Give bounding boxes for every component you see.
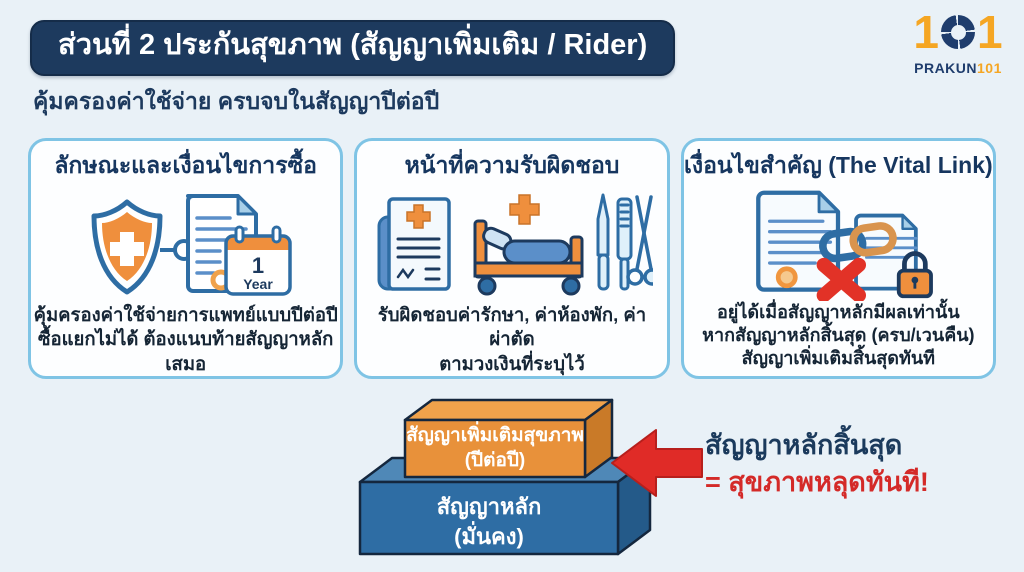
card-body-line: คุ้มครองค่าใช้จ่ายการแพทย์แบบปีต่อปี — [33, 303, 338, 325]
card-body-line: อยู่ได้เมื่อสัญญาหลักมีผลเท่านั้น — [716, 302, 960, 322]
rider-box-label-line: (ปีต่อปี) — [464, 449, 526, 471]
logo-digit-one-right: 1 — [977, 6, 1003, 58]
info-cards-row: ลักษณะและเงื่อนไขการซื้อ — [28, 138, 996, 379]
card-body-line: ซื้อแยกไม่ได้ ต้องแนบท้ายสัญญาหลักเสมอ — [37, 328, 334, 374]
logo-brand-suffix: 101 — [977, 60, 1002, 76]
rider-box-top-face — [403, 398, 614, 422]
medical-bill-hospital-bed-surgical-tools-icon — [371, 188, 653, 303]
card-body-line: หากสัญญาหลักสิ้นสุด (ครบ/เวนคืน) — [702, 325, 975, 346]
rider-box-label: สัญญาเพิ่มเติมสุขภาพ (ปีต่อปี) — [405, 424, 585, 473]
card-title: เงื่อนไขสำคัญ (The Vital Link) — [683, 152, 993, 178]
logo-wordmark: PRAKUN101 — [906, 60, 1010, 76]
card-responsibilities: หน้าที่ความรับผิดชอบ — [354, 138, 670, 379]
logo-101-mark: 1 1 — [906, 6, 1010, 58]
page-title: ส่วนที่ 2 ประกันสุขภาพ (สัญญาเพิ่มเติม /… — [30, 20, 676, 77]
shield-document-calendar-icon: 1 Year — [70, 188, 302, 303]
logo-digit-one-left: 1 — [913, 6, 939, 58]
base-box-label-line: สัญญาหลัก — [436, 494, 542, 519]
callout-line-red: = สุขภาพหลุดทันที! — [705, 466, 929, 497]
card-body: คุ้มครองค่าใช้จ่ายการแพทย์แบบปีต่อปี ซื้… — [31, 303, 340, 376]
calendar-number: 1 — [252, 253, 264, 278]
prakun101-logo: 1 1 PRAKUN101 — [906, 6, 1010, 76]
card-body-line: สัญญาเพิ่มเติมสิ้นสุดทันที — [741, 348, 935, 369]
termination-callout: สัญญาหลักสิ้นสุด = สุขภาพหลุดทันที! — [705, 429, 965, 500]
card-body-line: ตามวงเงินที่ระบุไว้ — [439, 352, 585, 374]
rider-box-label-line: สัญญาเพิ่มเติมสุขภาพ — [406, 425, 584, 446]
card-vital-link: เงื่อนไขสำคัญ (The Vital Link) — [680, 138, 996, 379]
card-body: รับผิดชอบค่ารักษา, ค่าห้องพัก, ค่าผ่าตัด… — [357, 303, 666, 376]
card-body: อยู่ได้เมื่อสัญญาหลักมีผลเท่านั้น หากสัญ… — [702, 301, 974, 370]
base-box-label-line: (มั่นคง) — [454, 523, 524, 549]
logo-segmented-ring-icon — [941, 15, 975, 49]
red-arrow-icon — [611, 429, 703, 497]
contract-stack-diagram — [358, 398, 703, 556]
calendar-unit: Year — [243, 276, 273, 292]
card-purchase-conditions: ลักษณะและเงื่อนไขการซื้อ — [28, 138, 344, 379]
logo-ring-hole — [950, 24, 966, 40]
card-body-line: รับผิดชอบค่ารักษา, ค่าห้องพัก, ค่าผ่าตัด — [377, 303, 647, 350]
page-subtitle: คุ้มครองค่าใช้จ่าย ครบจบในสัญญาปีต่อปี — [33, 88, 440, 114]
linked-documents-broken-chain-lock-icon — [722, 189, 954, 301]
callout-line-navy: สัญญาหลักสิ้นสุด — [705, 430, 903, 460]
base-box-front-face — [358, 480, 620, 556]
base-box-label: สัญญาหลัก (มั่นคง) — [360, 492, 618, 551]
card-title: หน้าที่ความรับผิดชอบ — [404, 152, 620, 178]
logo-brand-prefix: PRAKUN — [914, 60, 978, 76]
card-title: ลักษณะและเงื่อนไขการซื้อ — [54, 152, 317, 178]
rider-box-front-face — [403, 418, 587, 479]
